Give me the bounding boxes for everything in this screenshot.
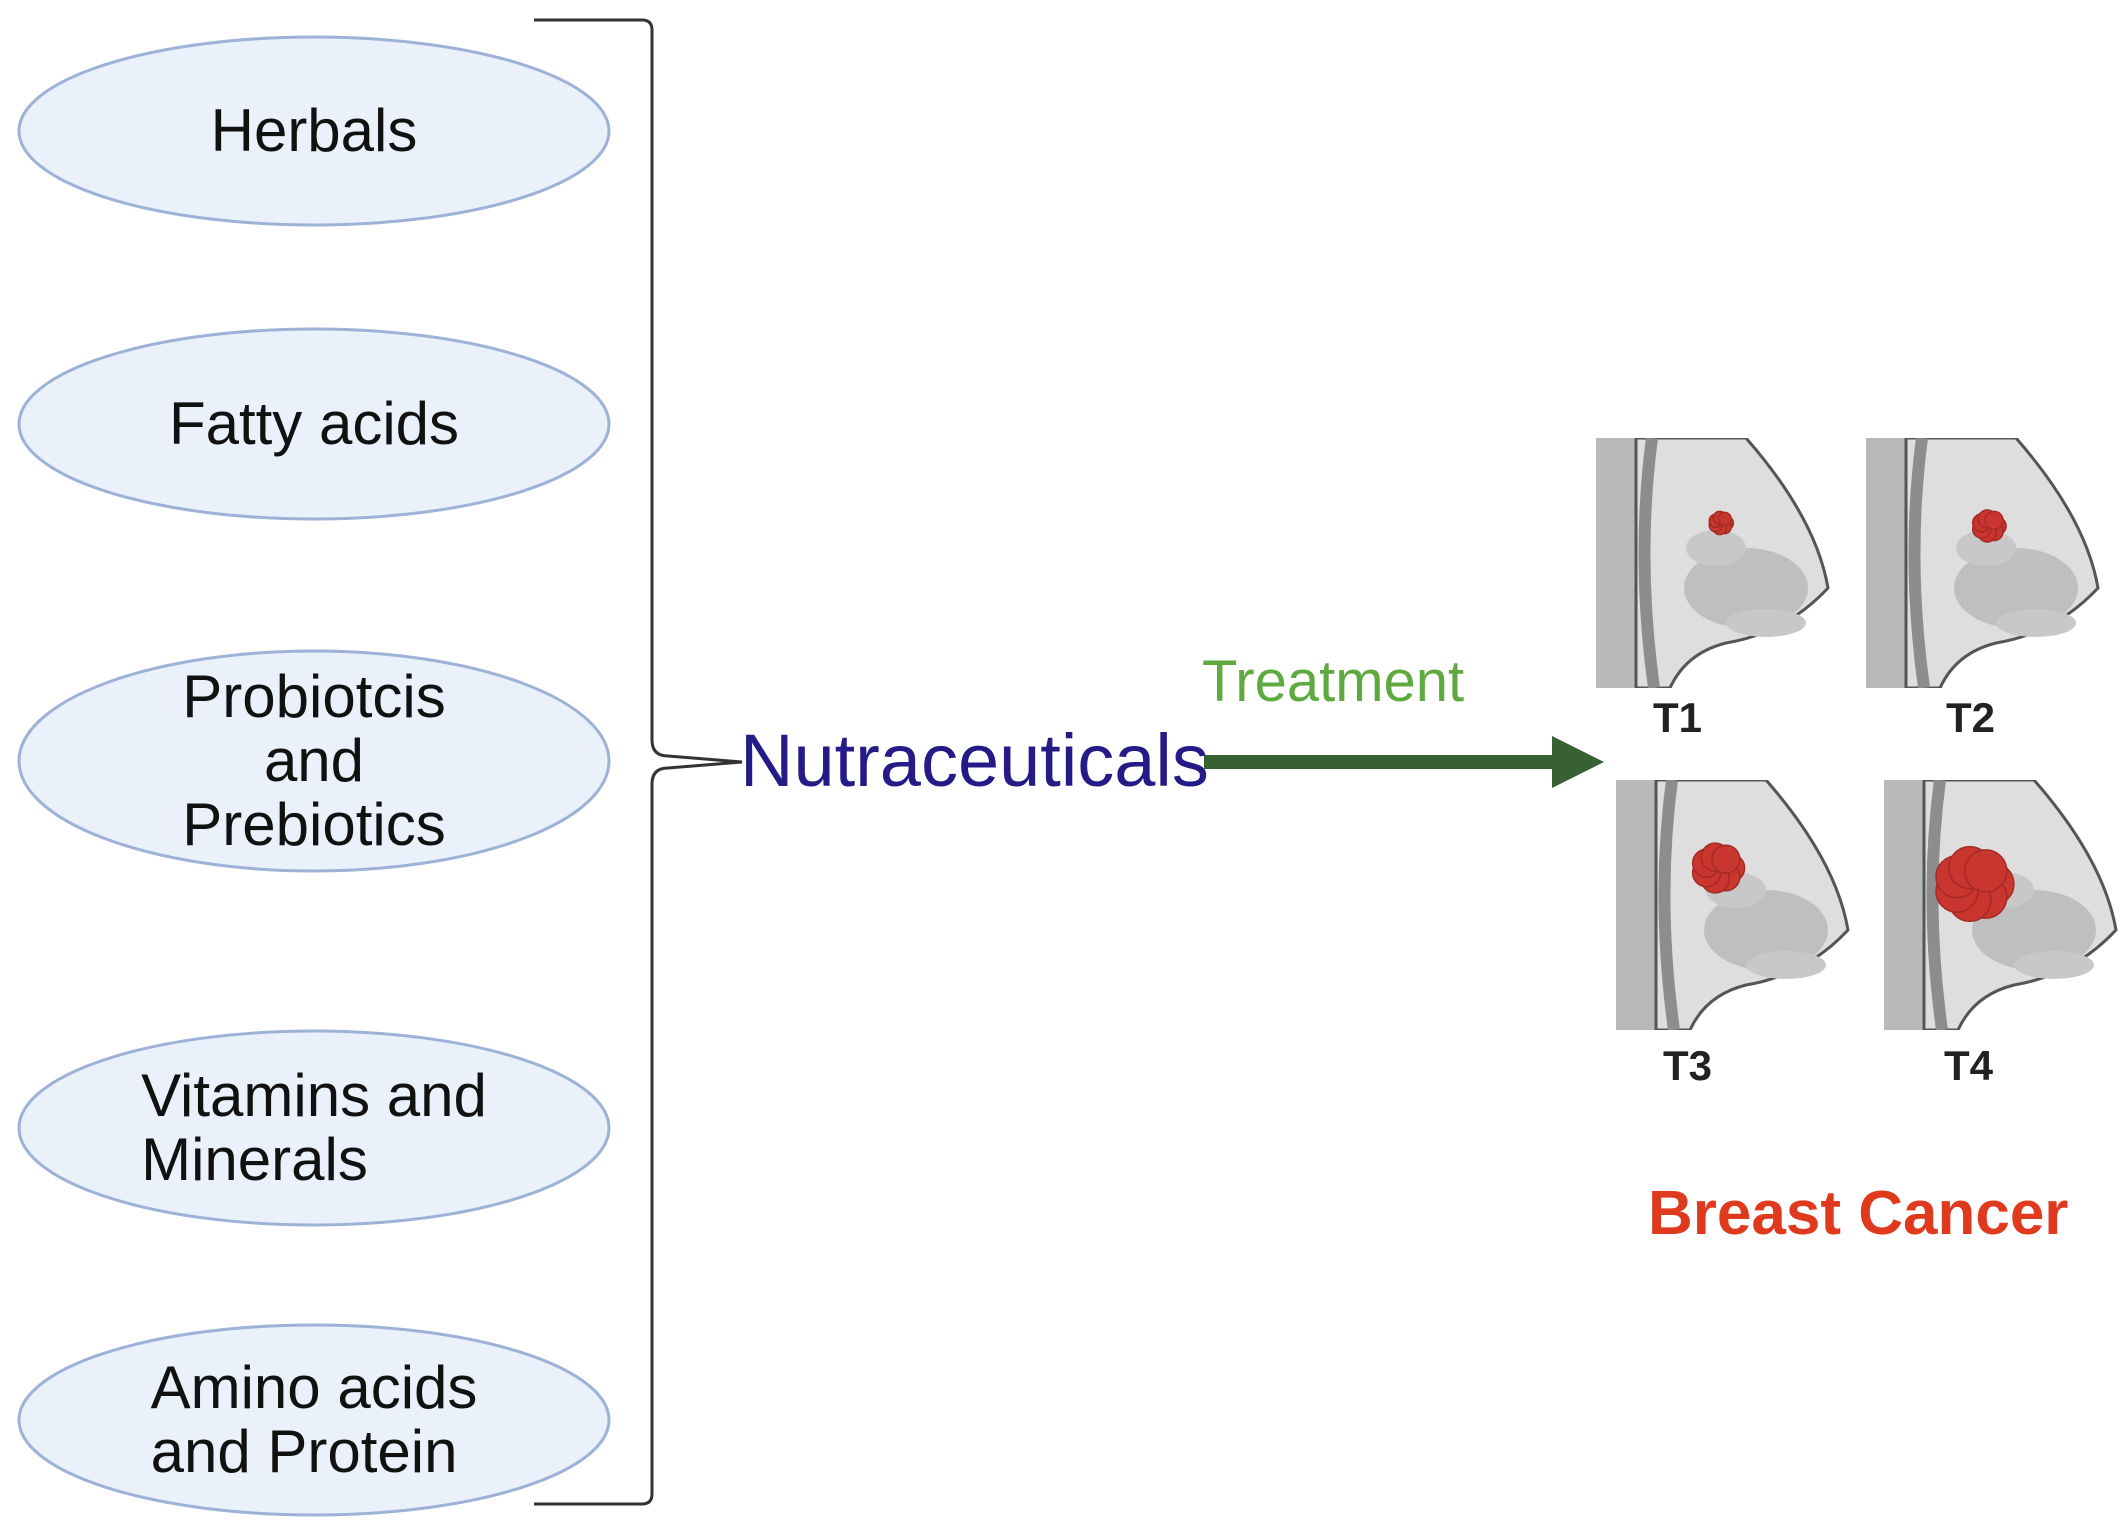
tumor-lobe — [1964, 849, 2008, 893]
tumor-t4 — [1935, 845, 2015, 923]
tumor-lobe — [1711, 844, 1741, 874]
breast-illustration-t2 — [1866, 438, 2100, 688]
stage-label-t1: T1 — [1653, 694, 1703, 741]
breast-shape — [1596, 438, 1830, 688]
tumor-lobe — [1717, 511, 1732, 527]
category-label: Fatty acids — [168, 390, 460, 457]
tumor-t3 — [1691, 842, 1746, 894]
category-label: Minerals — [141, 1126, 368, 1193]
category-label: Probiotcis — [182, 663, 446, 730]
tumor-t1 — [1708, 510, 1735, 536]
treatment-arrow-head — [1552, 736, 1604, 788]
category-label: and Protein — [150, 1418, 458, 1485]
grouping-bracket — [534, 18, 743, 1506]
tumor-lobe — [1984, 510, 2004, 531]
category-herbals: Herbals — [16, 34, 612, 228]
tumor-t2 — [1971, 509, 2007, 543]
category-label: Prebiotics — [182, 791, 446, 858]
stage-label-t3: T3 — [1663, 1042, 1713, 1089]
breast-shape — [1866, 438, 2100, 688]
breast-illustration-t4 — [1884, 780, 2118, 1030]
category-label: Amino acids — [150, 1354, 478, 1421]
stage-label-t4: T4 — [1944, 1042, 1994, 1089]
treatment-label: Treatment — [1202, 649, 1465, 714]
category-label: Vitamins and — [141, 1062, 487, 1129]
stage-label-t2: T2 — [1946, 694, 1996, 741]
breast-illustration-t3 — [1616, 780, 1850, 1030]
category-amino-acids-protein: Amino acids and Protein — [16, 1322, 612, 1518]
breast-cancer-label: Breast Cancer — [1648, 1179, 2069, 1248]
breast-shape — [1616, 780, 1850, 1030]
category-vitamins-minerals: Vitamins and Minerals — [16, 1028, 612, 1228]
category-fatty-acids: Fatty acids — [16, 326, 612, 522]
category-probiotics-prebiotics: Probiotcis and Prebiotics — [16, 648, 612, 874]
breast-illustration-t1 — [1596, 438, 1830, 688]
category-label: Herbals — [210, 97, 418, 164]
category-label: and — [263, 727, 365, 794]
nutraceuticals-label: Nutraceuticals — [740, 719, 1209, 802]
